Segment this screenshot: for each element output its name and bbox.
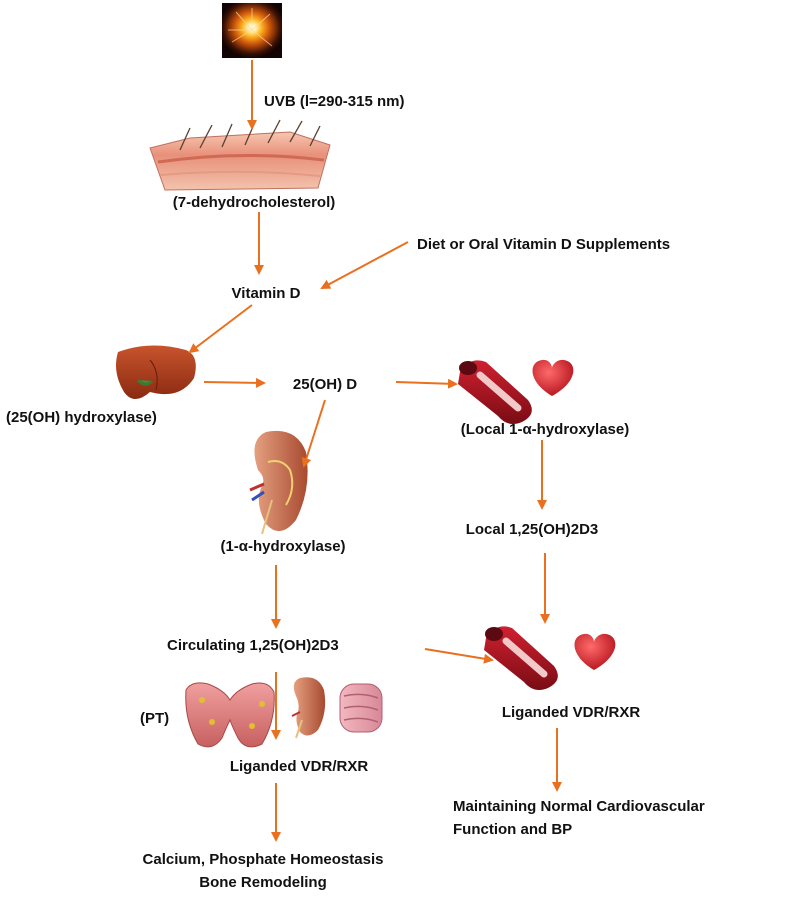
blood-vessel-icon (484, 626, 558, 690)
arrow-25ohd-to-kidney (301, 399, 326, 468)
kidney-icon (291, 677, 326, 739)
intestine-icon (339, 683, 383, 733)
skin-icon (149, 119, 331, 191)
arrow-diet-to-vitd (320, 241, 409, 289)
label-vitamin-d: Vitamin D (231, 285, 301, 302)
arrow-liver-to-25ohd (203, 377, 266, 388)
label-outcome-calcium-phosphate: Calcium, Phosphate Homeostasis (142, 851, 384, 868)
arrow-25ohd-to-vessel (395, 378, 458, 389)
kidney-icon (249, 430, 308, 535)
sun-icon (222, 3, 282, 58)
label-outcome-function-bp: Function and BP (453, 821, 573, 838)
blood-vessel-icon (458, 360, 532, 424)
label-local-1-alpha-hydroxylase: (Local 1-α-hydroxylase) (460, 421, 630, 438)
arrow-circulating-to-vessel (424, 648, 494, 664)
label-circulating-125oh2d3: Circulating 1,25(OH)2D3 (167, 637, 339, 654)
label-diet-supplements: Diet or Oral Vitamin D Supplements (417, 236, 671, 253)
arrows (188, 60, 562, 842)
liver-icon (116, 345, 196, 399)
label-pt: (PT) (140, 710, 170, 727)
label-outcome-bone-remodeling: Bone Remodeling (199, 874, 327, 891)
label-liganded-vdr-rxr-left: Liganded VDR/RXR (229, 758, 369, 775)
label-7-dehydrocholesterol: (7-dehydrocholesterol) (172, 194, 336, 211)
label-liganded-vdr-rxr-right: Liganded VDR/RXR (501, 704, 641, 721)
label-uvb: UVB (l=290-315 nm) (264, 93, 405, 110)
label-25oh-hydroxylase: (25(OH) hydroxylase) (6, 409, 157, 426)
label-1-alpha-hydroxylase: (1-α-hydroxylase) (220, 538, 346, 555)
label-outcome-cardiovascular: Maintaining Normal Cardiovascular (453, 798, 705, 815)
thyroid-icon (185, 682, 275, 748)
heart-icon (574, 633, 616, 670)
heart-icon (532, 359, 574, 396)
label-25oh-d: 25(OH) D (292, 376, 358, 393)
arrow-vitd-to-liver (188, 304, 253, 354)
label-local-125oh2d3: Local 1,25(OH)2D3 (465, 521, 599, 538)
